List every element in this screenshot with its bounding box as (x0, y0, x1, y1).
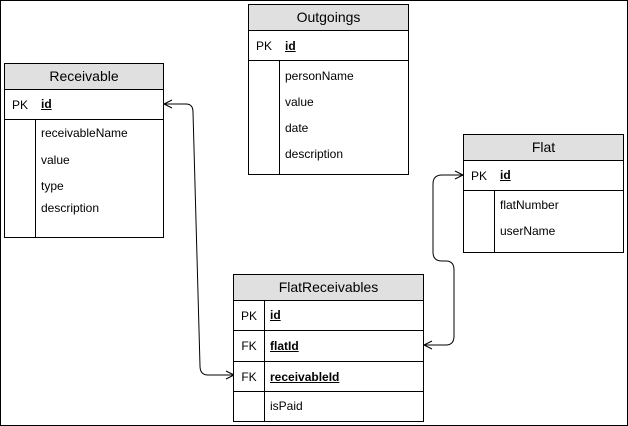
attribute: value (285, 95, 314, 109)
entity-receivable-title: Receivable (5, 64, 163, 90)
pk-label: PK (470, 168, 487, 183)
entity-flat-pk-row[interactable]: PK id (464, 161, 623, 191)
flat-to-flatreceivables-line[interactable] (424, 174, 463, 346)
entity-outgoings[interactable]: Outgoings PK id personName value date de… (248, 4, 409, 175)
entity-flat[interactable]: Flat PK id flatNumber userName (463, 134, 624, 253)
receivable-to-flatreceivables-line[interactable] (164, 103, 234, 376)
entity-flat-attributes: flatNumber userName (464, 191, 623, 252)
pk-field: id (270, 308, 281, 322)
attribute: description (285, 147, 344, 161)
attribute: description (41, 201, 100, 215)
attribute: flatNumber (500, 198, 559, 212)
column-divider (494, 191, 495, 252)
attribute: userName (500, 224, 556, 238)
entity-flatreceivables-attributes: isPaid (234, 392, 423, 422)
attribute: type (41, 179, 64, 193)
flatreceivables-flatid-crowsfoot-icon (423, 340, 433, 350)
fk-field-flatid: flatId (270, 339, 299, 353)
receivable-crowsfoot-icon (163, 99, 173, 109)
entity-outgoings-pk-row[interactable]: PK id (249, 31, 408, 61)
fk-field-receivableid: receivableId (270, 370, 340, 384)
entity-outgoings-attributes: personName value date description (249, 61, 408, 174)
attribute: date (285, 121, 309, 135)
entity-outgoings-title: Outgoings (249, 5, 408, 31)
fk-label: FK (234, 362, 265, 391)
entity-receivable-attributes: receivableName value type description (5, 120, 163, 237)
attribute: receivableName (41, 126, 128, 140)
entity-flatreceivables-title: FlatReceivables (234, 275, 423, 301)
column-divider (35, 120, 36, 237)
pk-field: id (500, 168, 511, 182)
pk-label: PK (255, 38, 272, 53)
column-divider (264, 392, 265, 422)
entity-flatreceivables[interactable]: FlatReceivables PK id FK flatId FK recei… (233, 274, 424, 422)
frame-top-edge (0, 0, 628, 1)
entity-flatreceivables-key-row[interactable]: FK receivableId (234, 362, 423, 392)
entity-receivable[interactable]: Receivable PK id receivableName value ty… (4, 63, 164, 238)
column-divider (279, 61, 280, 174)
entity-receivable-pk-row[interactable]: PK id (5, 90, 163, 120)
attribute: personName (285, 69, 354, 83)
attribute: value (41, 153, 70, 167)
fk-label: FK (234, 331, 265, 361)
pk-field: id (285, 39, 296, 53)
flat-crowsfoot-icon (454, 170, 464, 180)
entity-flatreceivables-key-row[interactable]: FK flatId (234, 331, 423, 362)
entity-flat-title: Flat (464, 135, 623, 161)
pk-label: PK (234, 301, 265, 330)
attribute: isPaid (270, 399, 303, 413)
flatreceivables-receivableid-crowsfoot-icon (225, 370, 235, 380)
pk-field: id (41, 97, 52, 111)
entity-flatreceivables-key-row[interactable]: PK id (234, 301, 423, 331)
pk-label: PK (11, 97, 28, 112)
